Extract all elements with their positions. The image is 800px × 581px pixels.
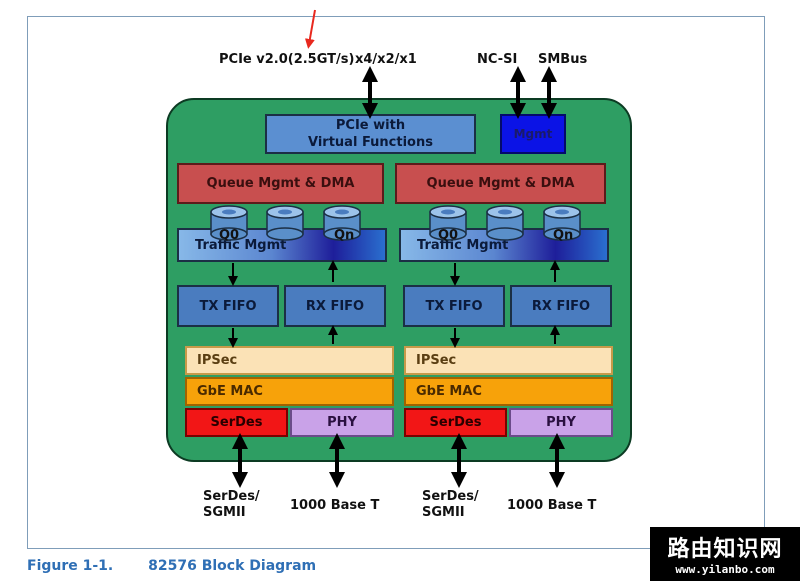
port-b-mac-label: GbE MAC	[416, 384, 482, 399]
port-a-q0-label: Q0	[219, 228, 240, 243]
port-a-rx-fifo-label: RX FIFO	[305, 298, 365, 314]
port-a-serdes-sgmii-label: SerDes/ SGMII	[203, 489, 260, 521]
port-b-serdes: SerDes	[404, 408, 507, 437]
port-a-rx-fifo: RX FIFO	[284, 285, 386, 327]
figure-title: 82576 Block Diagram	[148, 558, 317, 574]
port-a-traffic-label: Traffic Mgmt	[195, 237, 287, 253]
ncsi-label: NC-SI	[477, 52, 518, 67]
port-b-q-mid-disk-icon	[486, 205, 524, 241]
smbus-label: SMBus	[538, 52, 588, 67]
diagram-frame	[27, 16, 765, 549]
port-a-phy-label: PHY	[327, 415, 357, 430]
port-b-phy-label: PHY	[546, 415, 576, 430]
port-b-gbe-mac: GbE MAC	[404, 377, 613, 406]
port-b-qn-disk-icon	[543, 205, 581, 241]
port-b-base-t-label: 1000 Base T	[507, 498, 597, 513]
figure-number: Figure 1-1.	[27, 558, 114, 574]
port-a-tx-fifo-label: TX FIFO	[199, 298, 257, 314]
port-b-queue-dma: Queue Mgmt & DMA	[395, 163, 606, 204]
watermark-url: www.yilanbo.com	[675, 563, 775, 576]
port-b-rx-fifo: RX FIFO	[510, 285, 612, 327]
port-b-qn-label: Qn	[553, 228, 574, 243]
pcie-width-label: x4/x2/x1	[355, 52, 417, 67]
port-b-q0-disk-icon	[429, 205, 467, 241]
port-b-tx-fifo-label: TX FIFO	[425, 298, 483, 314]
port-b-serdes-label: SerDes	[429, 415, 482, 430]
port-a-tx-fifo: TX FIFO	[177, 285, 279, 327]
port-a-serdes-out-line2: SGMII	[203, 505, 246, 520]
pcie-vf-block: PCIe with Virtual Functions	[265, 114, 476, 154]
port-a-ipsec: IPSec	[185, 346, 394, 375]
port-a-serdes-label: SerDes	[210, 415, 263, 430]
mgmt-block: Mgmt	[500, 114, 566, 154]
port-a-q0-disk-icon	[210, 205, 248, 241]
port-b-queue-label: Queue Mgmt & DMA	[426, 176, 575, 191]
mgmt-label: Mgmt	[513, 127, 553, 141]
port-b-q0-label: Q0	[438, 228, 459, 243]
port-a-serdes: SerDes	[185, 408, 288, 437]
port-a-qn-disk-icon	[323, 205, 361, 241]
port-a-queue-dma: Queue Mgmt & DMA	[177, 163, 384, 204]
port-b-serdes-sgmii-label: SerDes/ SGMII	[422, 489, 479, 521]
pcie-bus-label: PCIe v2.0(2.5GT/s)	[219, 52, 355, 67]
red-annotation-arrow	[304, 9, 316, 49]
port-a-ipsec-label: IPSec	[197, 353, 238, 368]
port-b-tx-fifo: TX FIFO	[403, 285, 505, 327]
port-a-queue-label: Queue Mgmt & DMA	[206, 176, 355, 191]
port-a-qn-label: Qn	[334, 228, 355, 243]
port-b-rx-fifo-label: RX FIFO	[531, 298, 591, 314]
port-a-phy: PHY	[290, 408, 394, 437]
port-a-gbe-mac: GbE MAC	[185, 377, 394, 406]
watermark: 路由知识网 www.yilanbo.com	[650, 527, 800, 581]
port-b-ipsec: IPSec	[404, 346, 613, 375]
pcie-vf-line2: Virtual Functions	[308, 135, 433, 150]
port-b-ipsec-label: IPSec	[416, 353, 457, 368]
figure-caption: Figure 1-1. 82576 Block Diagram	[27, 558, 316, 574]
port-b-serdes-out-line2: SGMII	[422, 505, 465, 520]
port-a-q-mid-disk-icon	[266, 205, 304, 241]
port-b-serdes-out-line1: SerDes/	[422, 489, 479, 504]
port-a-base-t-label: 1000 Base T	[290, 498, 380, 513]
port-a-serdes-out-line1: SerDes/	[203, 489, 260, 504]
pcie-vf-line1: PCIe with	[335, 118, 406, 133]
watermark-title: 路由知识网	[667, 536, 783, 562]
port-b-traffic-label: Traffic Mgmt	[417, 237, 509, 253]
port-a-mac-label: GbE MAC	[197, 384, 263, 399]
